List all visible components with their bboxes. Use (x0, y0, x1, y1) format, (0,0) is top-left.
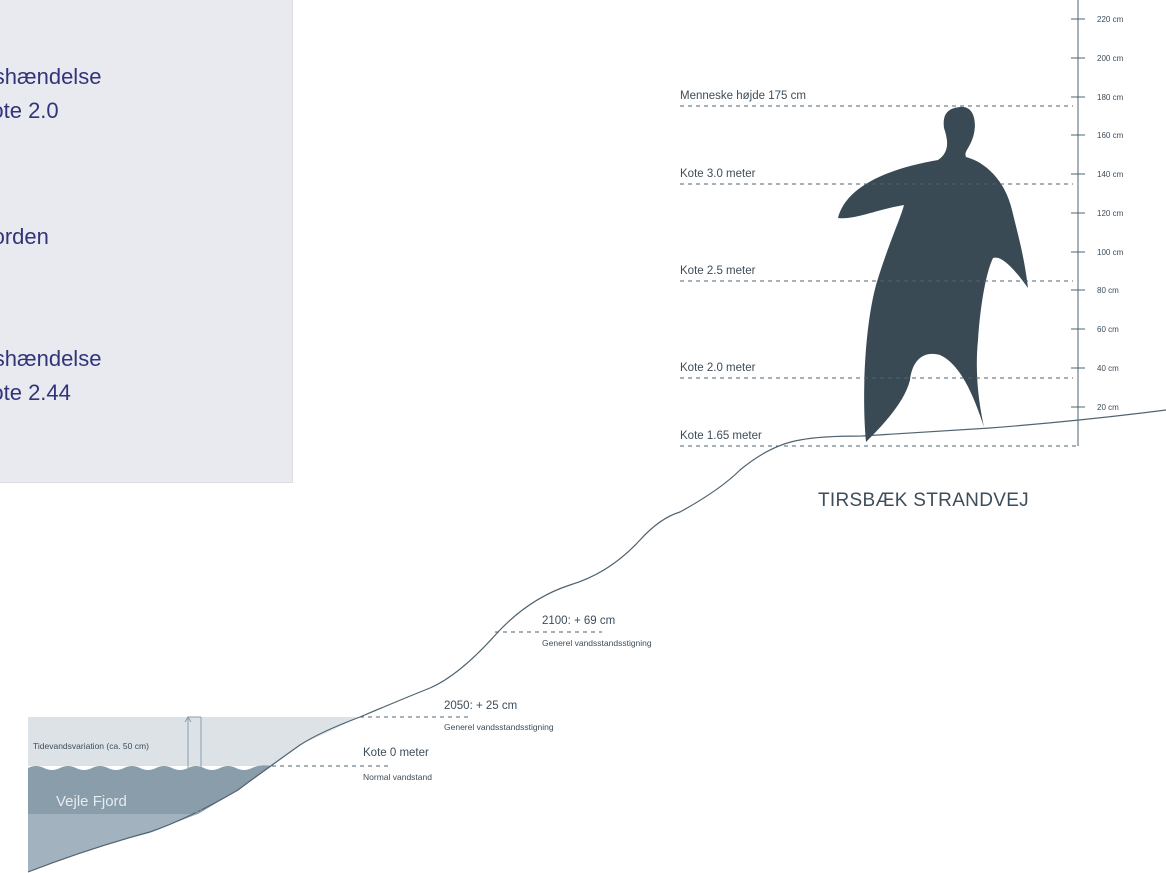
info-line: nd i fjorden (0, 224, 49, 249)
kote30-label: Kote 3.0 meter (680, 168, 756, 180)
scale-tick-label: 60 cm (1097, 325, 1119, 334)
scale-tick-label: 180 cm (1097, 93, 1124, 102)
scale-tick-label: 40 cm (1097, 364, 1119, 373)
scale-tick-label: 120 cm (1097, 209, 1124, 218)
human-silhouette-icon (838, 106, 1028, 442)
tide-band (28, 717, 360, 766)
kote20-label: Kote 2.0 meter (680, 362, 756, 374)
scale-tick-label: 80 cm (1097, 286, 1119, 295)
info-block-storm-flood-244: mflodshændelse nd: Kote 2.44 (0, 342, 292, 410)
y2050-label: 2050: + 25 cm (444, 700, 517, 712)
info-line: nd: Kote 2.0 (0, 98, 59, 123)
tide-variation-label: Tidevandsvariation (ca. 50 cm) (33, 741, 149, 751)
fjord-name-label: Vejle Fjord (56, 793, 127, 810)
info-line: mflodshændelse (0, 346, 102, 371)
kote25-label: Kote 2.5 meter (680, 265, 756, 277)
y2100-sublabel: Generel vandsstandsstigning (542, 638, 652, 648)
scale-tick-label: 220 cm (1097, 15, 1124, 24)
place-title: TIRSBÆK STRANDVEJ (818, 490, 1029, 511)
kote0-sublabel: Normal vandstand (363, 772, 432, 782)
scale-tick-label: 20 cm (1097, 403, 1119, 412)
tide-bracket (184, 716, 202, 813)
scale-tick-label: 160 cm (1097, 131, 1124, 140)
info-panel: mflodshændelse nd: Kote 2.0 nd i fjorden… (0, 0, 293, 483)
info-block-storm-flood-2: mflodshændelse nd: Kote 2.0 (0, 60, 292, 128)
deep-water (28, 814, 198, 872)
kote165-label: Kote 1.65 meter (680, 430, 762, 442)
scale-tick-label: 140 cm (1097, 170, 1124, 179)
terrain-profile (27, 409, 1166, 873)
info-block-fjord-level: nd i fjorden (0, 220, 292, 254)
scale-tick-label: 100 cm (1097, 248, 1124, 257)
scale-tick-label: 200 cm (1097, 54, 1124, 63)
info-line: nd: Kote 2.44 (0, 380, 71, 405)
y2100-label: 2100: + 69 cm (542, 615, 615, 627)
info-line: mflodshændelse (0, 64, 102, 89)
y2050-sublabel: Generel vandsstandsstigning (444, 722, 554, 732)
fjord-water (28, 717, 360, 872)
water-surface (28, 765, 272, 814)
kote0-label: Kote 0 meter (363, 747, 429, 759)
human-height-label: Menneske højde 175 cm (680, 90, 806, 102)
